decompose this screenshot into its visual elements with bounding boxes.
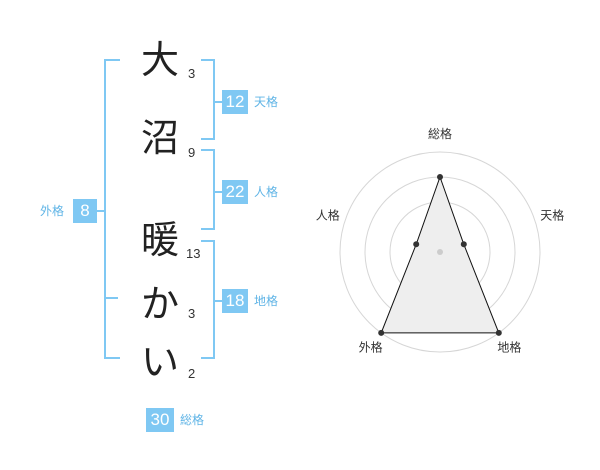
chikaku-bracket-vertical [213, 240, 215, 359]
gaikaku-label: 外格 [40, 204, 65, 218]
name-char-3: 暖 [140, 218, 179, 262]
jinkaku-label: 人格 [254, 185, 279, 199]
radar-axis-label-0: 総格 [428, 126, 452, 141]
tenkaku-bracket-top [201, 59, 215, 61]
radar-points [378, 174, 502, 336]
gaikaku-badge: 8 [73, 199, 97, 223]
radar-axis-label-2: 地格 [497, 340, 521, 355]
tenkaku-label: 天格 [254, 95, 279, 109]
tenkaku-bracket-vertical [213, 59, 215, 140]
stroke-count-2: 9 [188, 145, 196, 160]
stroke-count-4: 3 [188, 306, 196, 321]
gaikaku-bracket-vertical [104, 59, 106, 359]
stroke-count-5: 2 [188, 366, 196, 381]
stroke-count-3: 13 [186, 246, 201, 261]
chikaku-label: 地格 [254, 294, 279, 308]
name-char-4: か [140, 282, 179, 326]
radar-point-2 [495, 329, 502, 336]
radar-axis-label-1: 天格 [540, 208, 564, 223]
chikaku-bracket-connector [214, 300, 222, 302]
soukaku-label: 総格 [180, 413, 205, 427]
tenkaku-bracket-bottom [201, 138, 215, 140]
jinkaku-bracket-bottom [201, 228, 215, 230]
jinkaku-bracket-top [201, 149, 215, 151]
chikaku-badge: 18 [222, 289, 248, 313]
gaikaku-bracket-mid-1 [104, 297, 118, 299]
tenkaku-badge: 12 [222, 90, 248, 114]
soukaku-badge: 30 [146, 408, 174, 432]
jinkaku-bracket-vertical [213, 149, 215, 230]
radar-point-3 [378, 329, 385, 336]
jinkaku-badge: 22 [222, 180, 248, 204]
radar-point-1 [460, 241, 467, 248]
chikaku-bracket-bottom [201, 357, 215, 359]
jinkaku-bracket-connector [214, 191, 222, 193]
radar-point-0 [437, 174, 443, 180]
radar-axis-label-4: 人格 [316, 208, 340, 223]
radar-ring-4 [339, 151, 541, 353]
name-char-5: い [140, 340, 179, 384]
name-char-1: 大 [140, 38, 179, 82]
radar-center-point [437, 249, 443, 255]
chikaku-bracket-top [201, 240, 215, 242]
gaikaku-bracket-top [104, 59, 120, 61]
gaikaku-bracket-connector [96, 210, 105, 212]
gaikaku-bracket-bottom [104, 357, 120, 359]
stroke-count-1: 3 [188, 66, 196, 81]
name-char-2: 沼 [140, 116, 179, 160]
radar-point-4 [413, 241, 420, 248]
tenkaku-bracket-connector [214, 101, 222, 103]
radar-axis-label-3: 外格 [359, 340, 383, 355]
